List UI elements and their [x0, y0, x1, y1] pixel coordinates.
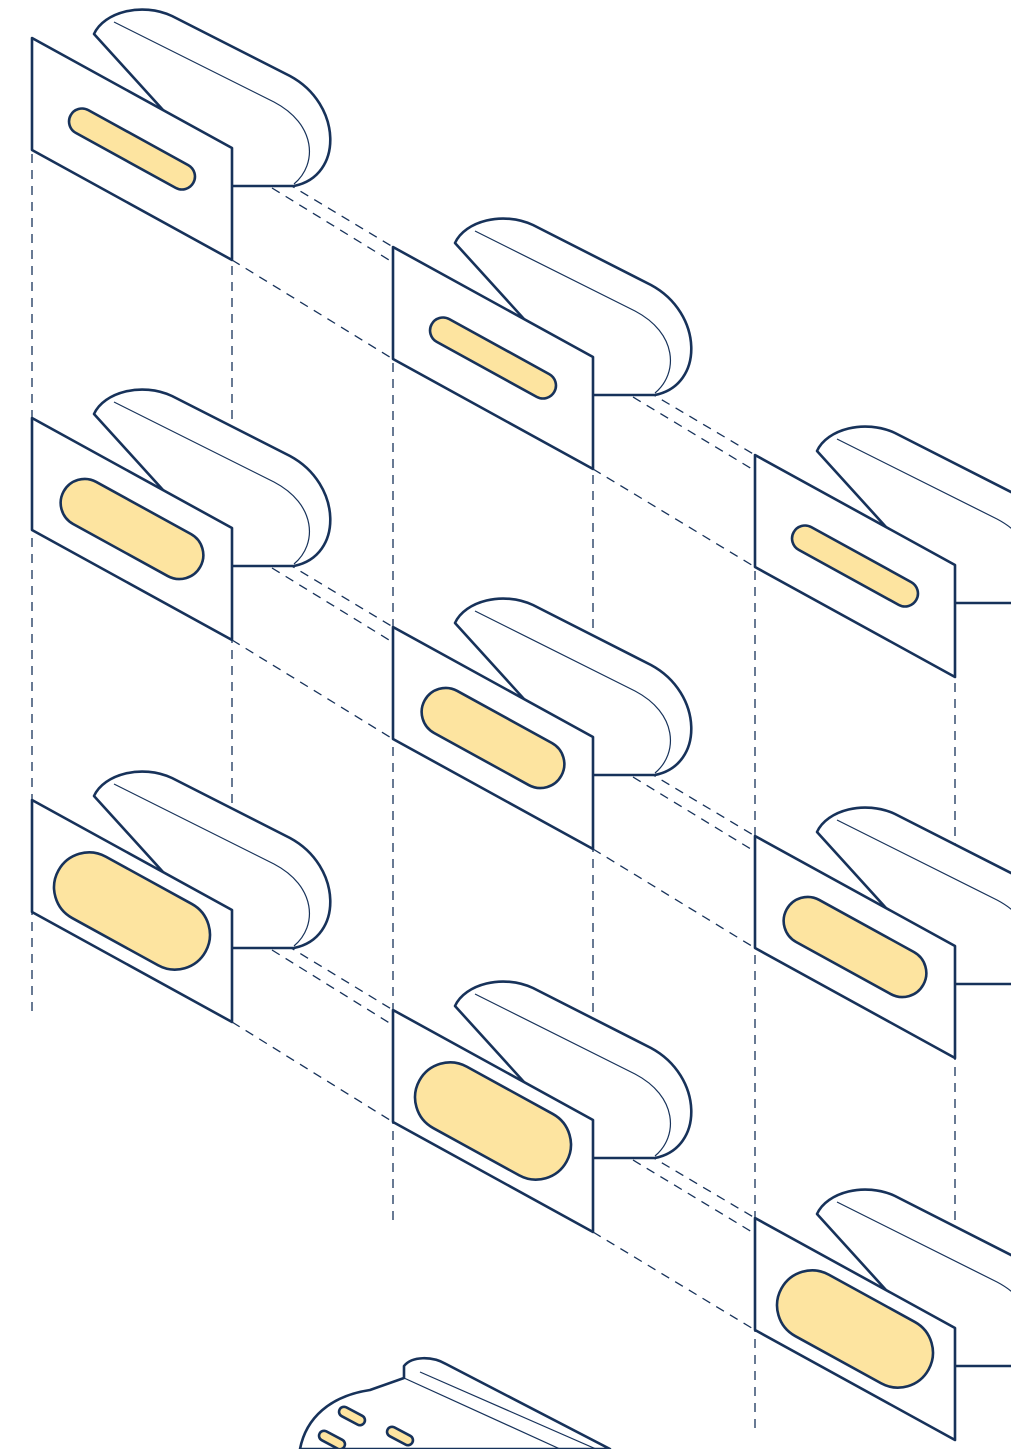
- connector-slot: [59, 477, 205, 581]
- connector-slot: [428, 316, 558, 400]
- module-r3-c3: [753, 1188, 1011, 1442]
- connector-slot: [420, 686, 566, 790]
- connector-slot: [782, 895, 928, 999]
- connector-body-inner-line: [474, 610, 671, 774]
- connector-slot: [775, 1269, 935, 1389]
- connector-body: [815, 425, 1011, 605]
- connector-body: [453, 597, 693, 777]
- connector-body: [92, 770, 332, 950]
- connector-body-inner-line: [474, 993, 671, 1157]
- base-connector-pin: [385, 1425, 415, 1447]
- connector-body: [815, 1188, 1011, 1368]
- module-r3-c1: [30, 770, 332, 1024]
- connector-body-inner-line: [113, 21, 310, 185]
- connector-modules: [30, 8, 1011, 1442]
- connector-slot: [52, 851, 212, 971]
- module-r1-c2: [391, 217, 693, 471]
- diagonal-guide-line: [231, 639, 394, 740]
- diagonal-guide-line: [231, 1021, 394, 1123]
- connector-body: [453, 217, 693, 397]
- connector-slot: [67, 107, 197, 191]
- module-r2-c1: [30, 388, 332, 642]
- diagonal-guide-line: [592, 468, 756, 568]
- module-r2-c3: [753, 806, 1011, 1060]
- connector-body-inner-line: [113, 783, 310, 947]
- diagonal-guide-line: [231, 259, 394, 360]
- module-r1-c1: [30, 8, 332, 262]
- connector-body-inner-line: [836, 819, 1011, 911]
- connector-body-inner-line: [113, 401, 310, 565]
- diagonal-guide-line: [592, 1231, 756, 1331]
- connector-body-inner-line: [836, 1201, 1011, 1293]
- connector-body: [815, 806, 1011, 986]
- base-connector: [298, 1356, 612, 1449]
- connector-body-inner-line: [474, 230, 671, 394]
- connector-body: [92, 388, 332, 568]
- module-r1-c3: [753, 425, 1011, 679]
- module-r3-c2: [391, 980, 693, 1234]
- module-r2-c2: [391, 597, 693, 851]
- base-connector-ridge: [419, 1371, 597, 1449]
- base-connector-pin: [317, 1429, 347, 1449]
- connector-body: [92, 8, 332, 188]
- connector-body-inner-line: [836, 438, 1011, 530]
- connector-slot: [413, 1061, 573, 1181]
- connector-slot: [790, 524, 920, 608]
- diagonal-guide-line: [592, 848, 756, 949]
- base-connector-pin: [337, 1405, 367, 1427]
- base-connector-body: [298, 1356, 612, 1449]
- base-connector-ridge: [403, 1377, 561, 1449]
- connector-body: [453, 980, 693, 1160]
